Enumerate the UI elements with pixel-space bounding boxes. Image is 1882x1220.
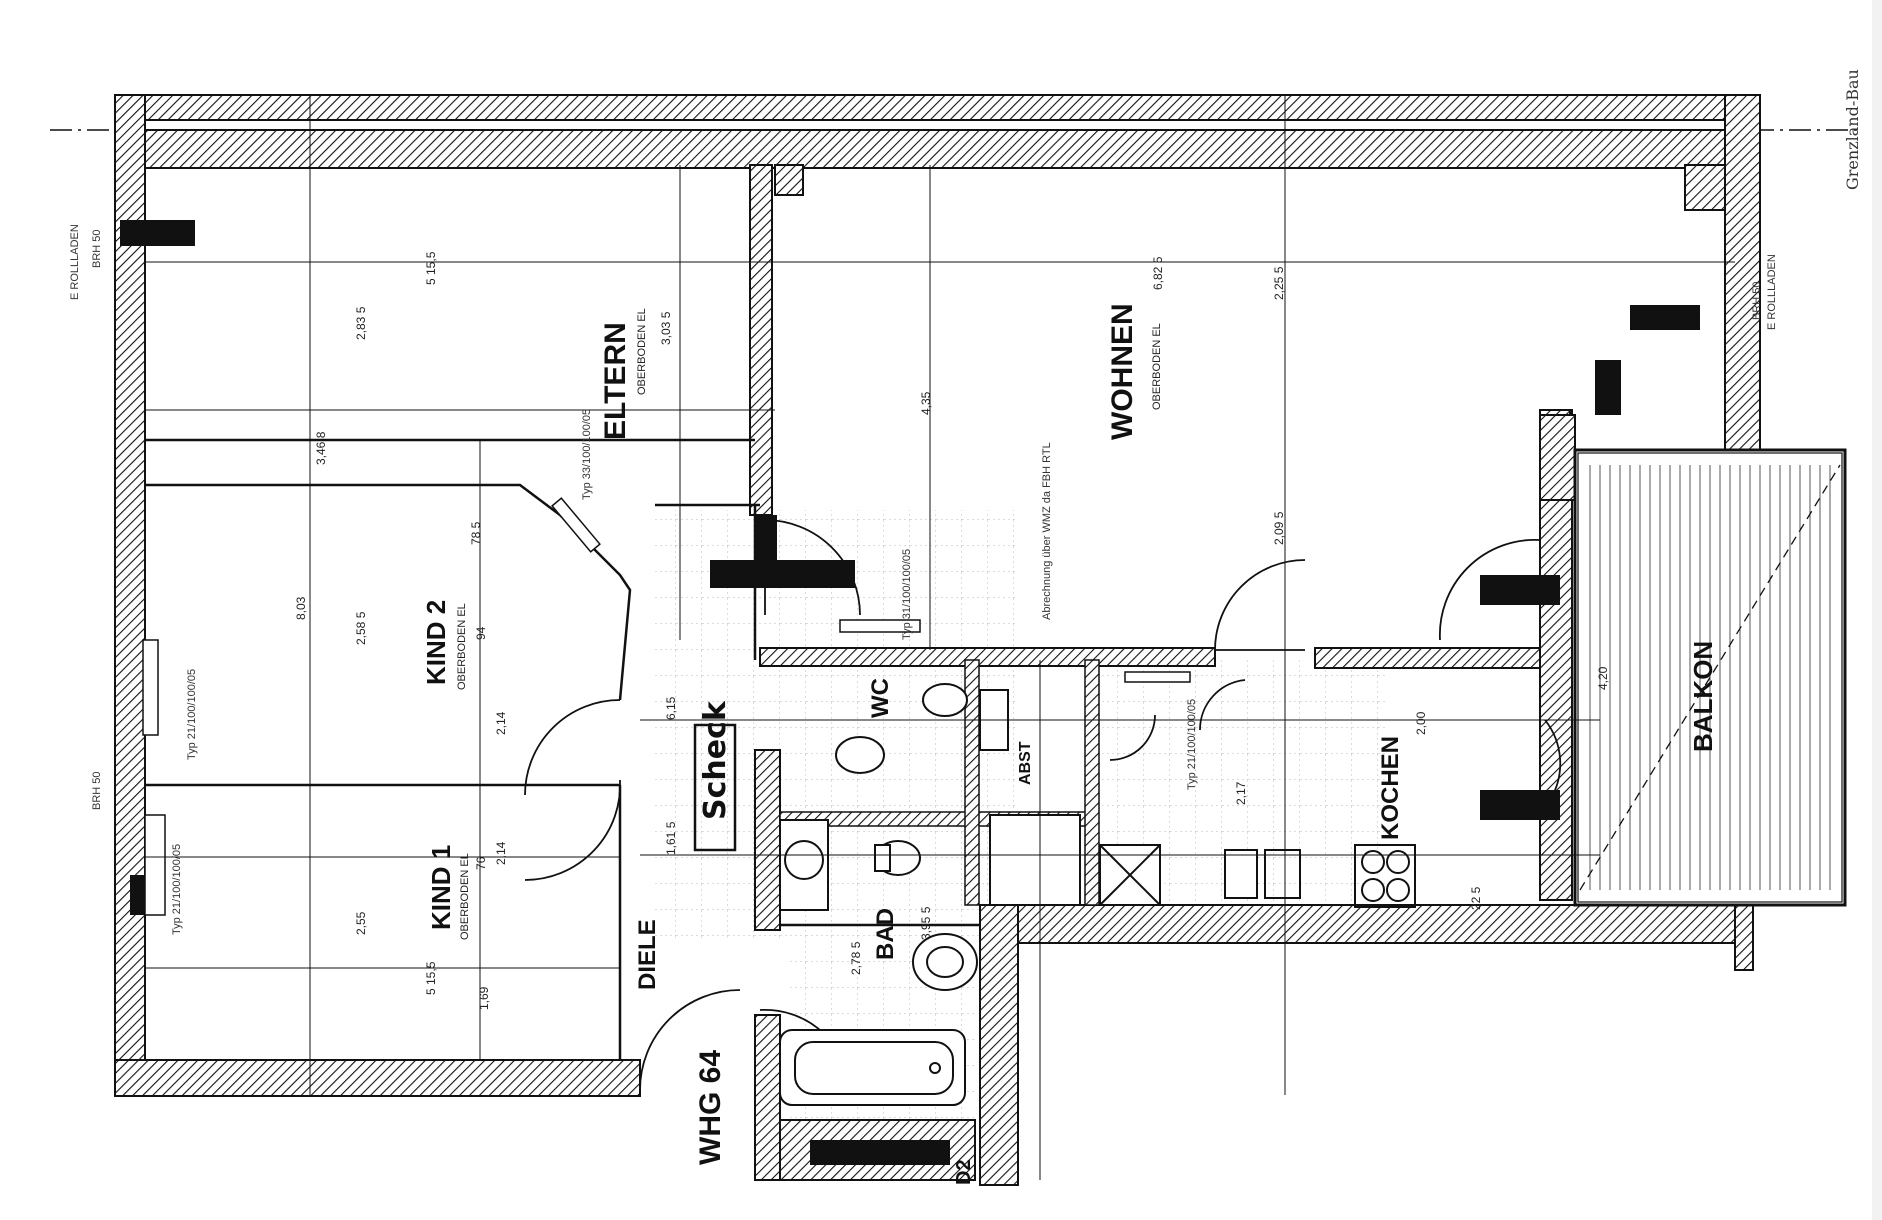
room-label-diele: DIELE: [634, 919, 661, 990]
dim-615: 6,15: [664, 696, 678, 720]
dim-76: 76: [474, 856, 488, 870]
dim-395: 3,95 5: [919, 906, 933, 940]
fixtures: [779, 683, 1416, 1106]
note-brh-left: BRH 50: [91, 771, 103, 810]
dim-214a: 2,14: [494, 711, 508, 735]
room-label-bad: BAD: [872, 908, 899, 960]
dim-225: 2,25 5: [1272, 266, 1286, 300]
dim-278: 2,78 5: [849, 941, 863, 975]
note-heating: Abrechnung über WMZ da FBH RTL: [1041, 442, 1053, 620]
dim-155a: 5 15,5: [424, 251, 438, 285]
dim-94: 94: [474, 626, 488, 640]
dim-225b: 22 5: [1469, 886, 1483, 910]
handwritten-note: Scheck: [698, 700, 733, 820]
bathtub: [779, 1029, 966, 1106]
balcony: [1573, 448, 1847, 907]
wc-toilet: [922, 683, 968, 717]
dim-303: 3,03 5: [659, 311, 673, 345]
room-label-wc: WC: [867, 678, 894, 718]
dim-169: 1,69: [477, 986, 491, 1010]
room-label-balkon: BALKON: [1688, 641, 1718, 752]
room-floor-eltern: OBERBODEN EL: [636, 308, 648, 395]
dimension-labels: 2,83 5 3,03 5 4,35 2,25 5 6,82 5 5 15,5 …: [294, 251, 1610, 1010]
stair-label: D2: [953, 1159, 975, 1185]
room-label-kind1: KIND 1: [426, 845, 456, 930]
note-rollladen-top: E ROLLLADEN: [69, 224, 81, 300]
handwritten-note-box: [693, 723, 737, 852]
wc-sink: [835, 736, 885, 774]
walls: [114, 94, 1761, 1186]
dim-258: 2,58 5: [354, 611, 368, 645]
shower: [989, 814, 1081, 906]
dim-803: 8,03: [294, 596, 308, 620]
dim-255: 2,55: [354, 911, 368, 935]
room-floor-kind1: OBERBODEN EL: [459, 853, 471, 940]
scan-margin: [1872, 0, 1882, 1220]
note-brh-top: BRH 50: [91, 229, 103, 268]
room-floor-kind2: OBERBODEN EL: [456, 603, 468, 690]
dim-209: 2,09 5: [1272, 511, 1286, 545]
margin-text: Grenzland-Bau: [1843, 69, 1862, 190]
dim-155b: 5 15,5: [424, 961, 438, 995]
dim-200: 2,00: [1414, 711, 1428, 735]
room-label-kochen: KOCHEN: [1377, 736, 1404, 840]
dim-161: 1,61 5: [664, 821, 678, 855]
window-tag-kochen: Typ 21/100/100/05: [1186, 699, 1198, 790]
bad-sink: [912, 933, 978, 991]
dim-785: 78 5: [469, 521, 483, 545]
dim-283: 2,83 5: [354, 306, 368, 340]
dimension-lines: [145, 95, 1735, 1180]
stove: [1361, 850, 1410, 902]
dim-420: 4,20: [1596, 666, 1610, 690]
room-label-eltern: ELTERN: [599, 322, 632, 440]
room-label-abst: ABST: [1017, 741, 1034, 785]
note-rollladen-right: E ROLLLADEN: [1766, 254, 1778, 330]
window-tag-wohnen: Typ 31/100/100/05: [901, 549, 913, 640]
window-tag-eltern: Typ 33/100/100/05: [581, 409, 593, 500]
kitchen-sink: [1224, 849, 1258, 899]
dim-346: 3,46 8: [314, 431, 328, 465]
dim-682: 6,82 5: [1151, 256, 1165, 290]
window-tag-kind1: Typ 21/100/100/05: [171, 844, 183, 935]
room-floor-wohnen: OBERBODEN EL: [1151, 323, 1163, 410]
unit-label: WHG 64: [694, 1050, 727, 1165]
room-label-kind2: KIND 2: [421, 600, 451, 685]
note-brh-right: BRH 50: [1751, 281, 1763, 320]
dim-435: 4,35: [919, 391, 933, 415]
windows: [142, 497, 1191, 916]
dim-214b: 2,14: [494, 841, 508, 865]
dim-217: 2,17: [1234, 781, 1248, 805]
room-label-wohnen: WOHNEN: [1106, 303, 1139, 440]
window-tag-kind2: Typ 21/100/100/05: [186, 669, 198, 760]
